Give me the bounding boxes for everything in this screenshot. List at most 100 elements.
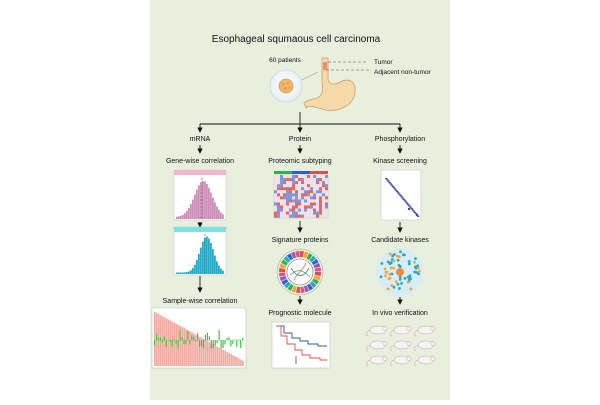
kinase-mark [394, 189, 398, 191]
teal-hist-bar [176, 272, 178, 274]
pink-histogram-panel [173, 169, 227, 221]
heatmap-cell [322, 199, 325, 203]
survival-curve-panel [271, 321, 331, 369]
header-protein: Protein [289, 136, 311, 143]
heatmap-cell [310, 208, 313, 212]
salmon-bar [191, 332, 193, 366]
kinase-mark [411, 209, 414, 211]
heatmap-cell [286, 181, 289, 185]
heatmap-cell [274, 193, 277, 197]
heatmap-cell [292, 211, 295, 215]
heatmap-cell [295, 196, 298, 200]
heatmap-cell [292, 187, 295, 191]
heatmap-cell [283, 211, 286, 215]
pink-hist-bar [198, 185, 200, 219]
kinase-mark [408, 208, 410, 210]
heatmap-cell [325, 175, 328, 179]
salmon-bar [210, 343, 213, 366]
green-bar [161, 340, 163, 343]
heatmap-cell [325, 205, 328, 209]
heatmap-cell [313, 205, 316, 209]
teal-hist-bar [190, 270, 192, 274]
heatmap-cell [277, 193, 280, 197]
tumor-label: Tumor [374, 59, 393, 66]
heatmap-cell [325, 181, 328, 185]
heatmap-cell [298, 211, 301, 215]
network-node [393, 253, 396, 256]
network-node [403, 276, 407, 280]
pink-hist-bar [180, 215, 182, 219]
network-node [417, 269, 421, 273]
kinase-mark [414, 213, 418, 215]
pink-hist-bar [222, 214, 224, 219]
heatmap-cell [325, 208, 328, 212]
green-bar [159, 337, 162, 341]
heatmap-cell [301, 187, 304, 191]
heatmap-cell [307, 214, 310, 218]
heatmap-cell [322, 211, 325, 215]
step-signature-proteins: Signature proteins [272, 237, 329, 244]
pink-hist-bar [204, 181, 206, 219]
heatmap-cell [313, 193, 316, 197]
heatmap-cell [313, 214, 316, 218]
green-bar [226, 337, 228, 341]
heatmap-cell [283, 178, 286, 182]
heatmap-cell [316, 184, 319, 188]
heatmap-cell [292, 181, 295, 185]
green-bar [234, 339, 236, 341]
heatmap-cell [307, 178, 310, 182]
heatmap-cell [292, 202, 295, 206]
heatmap-cell [304, 187, 307, 191]
heatmap-cell [313, 184, 316, 188]
heatmap-cell [298, 181, 301, 185]
heatmap-cell [319, 175, 322, 179]
heatmap-cell [298, 175, 301, 179]
heatmap-cell [325, 199, 328, 203]
teal-hist-bar [186, 272, 188, 274]
salmon-bar [230, 354, 232, 366]
heatmap-cell [292, 184, 295, 188]
step-sample-wise-correlation: Sample-wise correlation [163, 298, 238, 305]
heatmap-cell [325, 178, 328, 182]
heatmap-cell [298, 214, 301, 218]
heatmap-cell [283, 181, 286, 185]
heatmap-cell [304, 196, 307, 200]
heatmap-cell [301, 205, 304, 209]
heatmap-cell [316, 208, 319, 212]
network-node [408, 262, 411, 266]
heatmap-cell [313, 178, 316, 182]
heatmap-cell [274, 196, 277, 200]
green-bar [206, 332, 208, 341]
kinase-mark [413, 211, 417, 213]
teal-hist-bar [182, 272, 184, 274]
heatmap-cell [286, 211, 289, 215]
salmon-bar [222, 349, 225, 366]
heatmap-cell [298, 205, 301, 209]
heatmap-cell [298, 196, 301, 200]
heatmap-cell [289, 187, 292, 191]
heatmap-cell [301, 196, 304, 200]
circos-segment [309, 255, 316, 263]
heatmap-cell [310, 178, 313, 182]
kinase-mark [416, 215, 420, 217]
teal-hist-bar [188, 271, 190, 274]
mouse-icon [413, 355, 436, 367]
heatmap-cell [307, 175, 310, 179]
heatmap-cell [319, 178, 322, 182]
pink-hist-bar [178, 216, 180, 219]
green-bar [155, 333, 158, 341]
salmon-bar [226, 351, 229, 366]
kinase-mark [400, 196, 403, 198]
salmon-bar [208, 342, 211, 366]
heatmap-cell [298, 184, 301, 188]
kinase-mark [388, 181, 391, 184]
green-bar [200, 340, 203, 347]
heatmap-cell [283, 175, 286, 179]
heatmap-cell [289, 175, 292, 179]
circos-segment [313, 275, 321, 281]
green-bar [195, 340, 197, 342]
heatmap-cell [313, 187, 316, 191]
heatmap-cell [283, 196, 286, 200]
heatmap-cell [310, 187, 313, 191]
green-bar [224, 340, 226, 345]
